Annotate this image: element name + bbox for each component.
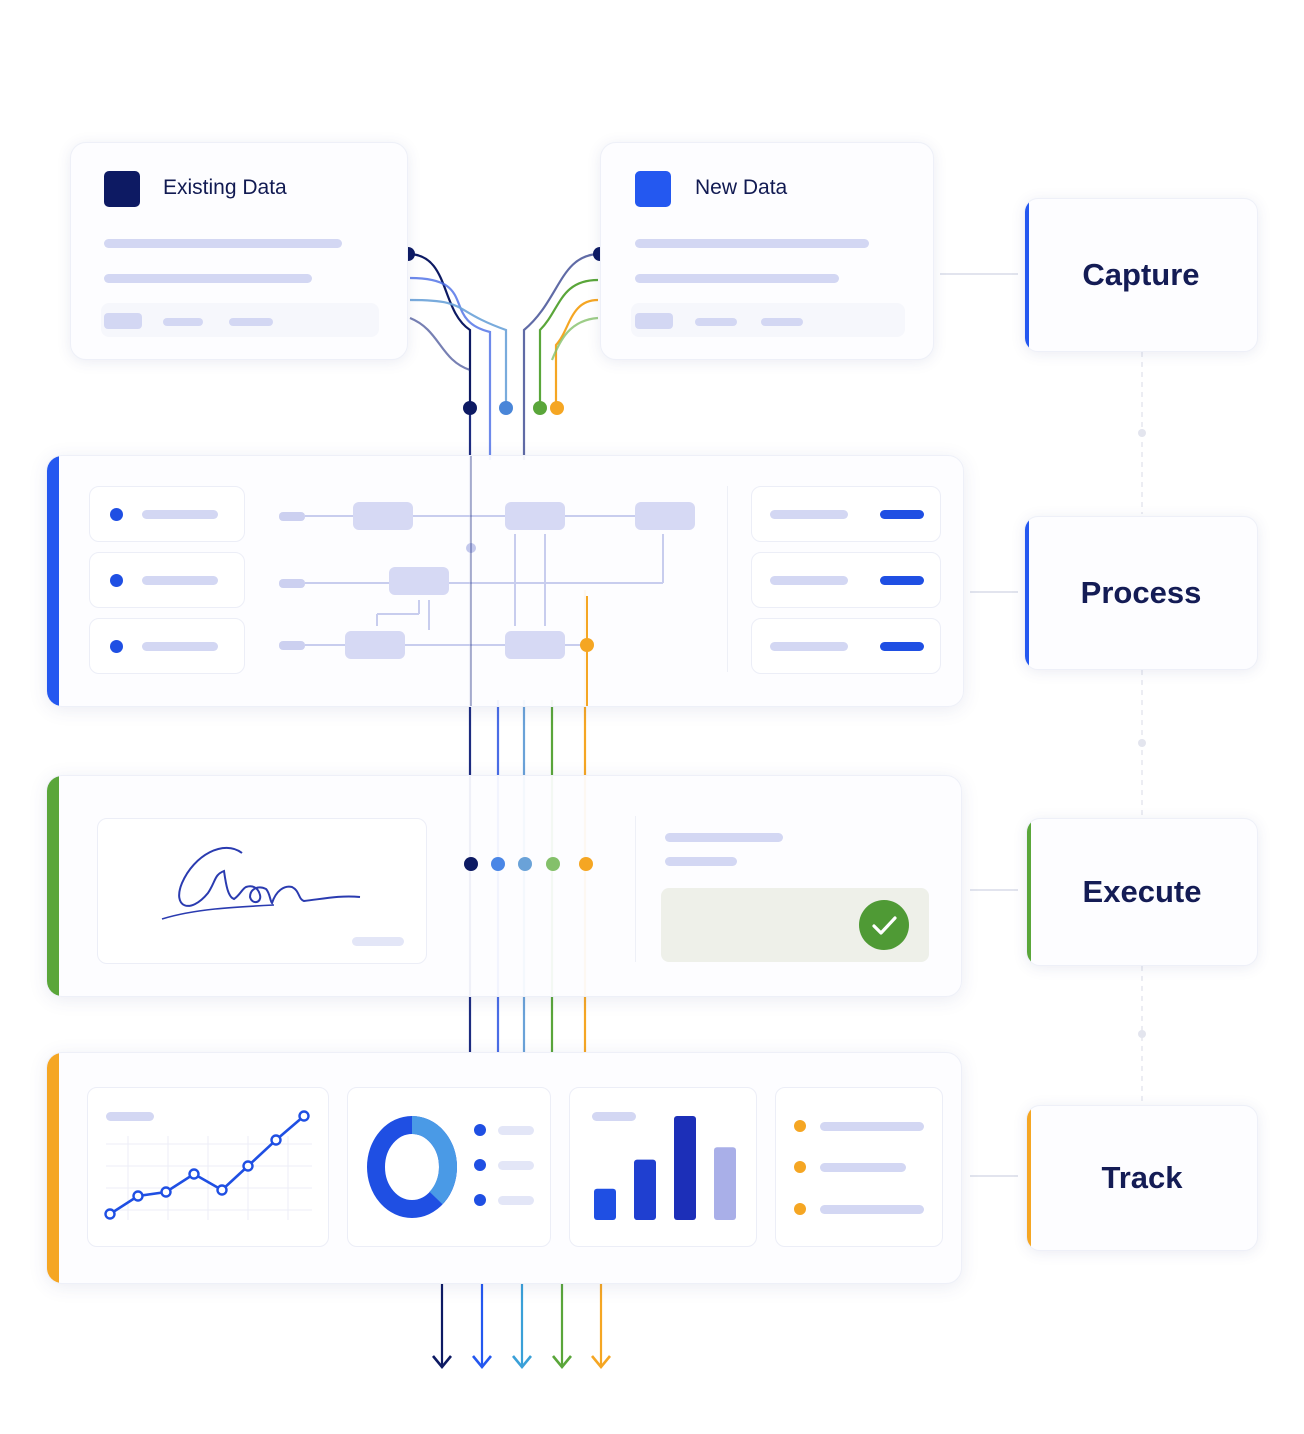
stage-process[interactable]: Process	[1024, 516, 1258, 670]
execute-panel	[46, 775, 962, 997]
signature-icon	[161, 847, 361, 920]
placeholder-chip	[229, 318, 273, 326]
input-list-item	[89, 486, 245, 542]
flow-line-green-curve	[522, 252, 601, 460]
stage-label: Track	[1101, 1160, 1183, 1195]
bar-mark	[714, 1147, 736, 1220]
check-icon	[859, 900, 909, 950]
new-data-card: New Data	[600, 142, 934, 360]
stage-execute[interactable]: Execute	[1026, 818, 1258, 966]
track-panel	[46, 1052, 962, 1284]
existing-data-title: Existing Data	[163, 176, 287, 199]
placeholder-chip	[695, 318, 737, 326]
output-list-item	[751, 618, 941, 674]
bar-chart	[594, 1116, 736, 1220]
output-list-item	[751, 552, 941, 608]
input-list-item	[89, 618, 245, 674]
junction-dot-green	[533, 401, 547, 415]
flow-line-orange-curve	[554, 298, 599, 408]
track-accent	[47, 1053, 59, 1283]
divider	[635, 816, 636, 962]
stage-track[interactable]: Track	[1026, 1105, 1258, 1251]
bar-mark	[634, 1159, 656, 1220]
output-list-item	[751, 486, 941, 542]
placeholder-chip	[761, 318, 803, 326]
flow-line-navy-curve	[407, 252, 472, 408]
placeholder-chip	[104, 313, 142, 329]
flow-line-green3-curve	[550, 316, 599, 361]
process-panel	[46, 455, 964, 707]
status-row	[661, 888, 929, 962]
flow-line-green2-curve	[538, 278, 599, 408]
stage-label: Capture	[1082, 257, 1200, 292]
new-data-icon	[635, 171, 671, 207]
bar-chart-card	[569, 1087, 757, 1247]
junction-dot-orange	[550, 401, 564, 415]
placeholder-line	[635, 239, 869, 248]
donut-chart	[367, 1116, 458, 1218]
new-data-title: New Data	[695, 176, 788, 199]
process-accent	[47, 456, 59, 706]
junction-dot-blue	[499, 401, 513, 415]
line-chart	[104, 1110, 312, 1220]
stage-label: Process	[1080, 575, 1202, 610]
placeholder-line	[665, 857, 737, 866]
placeholder-line	[665, 833, 783, 842]
execute-accent	[47, 776, 59, 996]
placeholder-line	[104, 239, 342, 248]
workflow-graph	[279, 456, 695, 706]
placeholder-line	[635, 274, 839, 283]
placeholder-line	[104, 274, 312, 283]
stage-label: Execute	[1082, 874, 1202, 909]
legend-list-card	[775, 1087, 943, 1247]
signature-box	[97, 818, 427, 964]
junction-dot-navy	[463, 401, 477, 415]
placeholder-chip	[635, 313, 673, 329]
existing-data-card: Existing Data	[70, 142, 408, 360]
flow-junction-row	[464, 857, 593, 871]
input-list-item	[89, 552, 245, 608]
bar-mark	[594, 1188, 616, 1220]
divider	[727, 486, 728, 672]
donut-chart-card	[347, 1087, 551, 1247]
stage-capture[interactable]: Capture	[1024, 198, 1258, 352]
flow-line-lightblue-curve	[409, 298, 508, 408]
bar-mark	[674, 1116, 696, 1220]
database-icon	[104, 171, 140, 207]
flow-line-blue-curve	[409, 276, 492, 460]
line-chart-card	[87, 1087, 329, 1247]
flow-line-teal-curve	[409, 316, 471, 372]
placeholder-chip	[163, 318, 203, 326]
